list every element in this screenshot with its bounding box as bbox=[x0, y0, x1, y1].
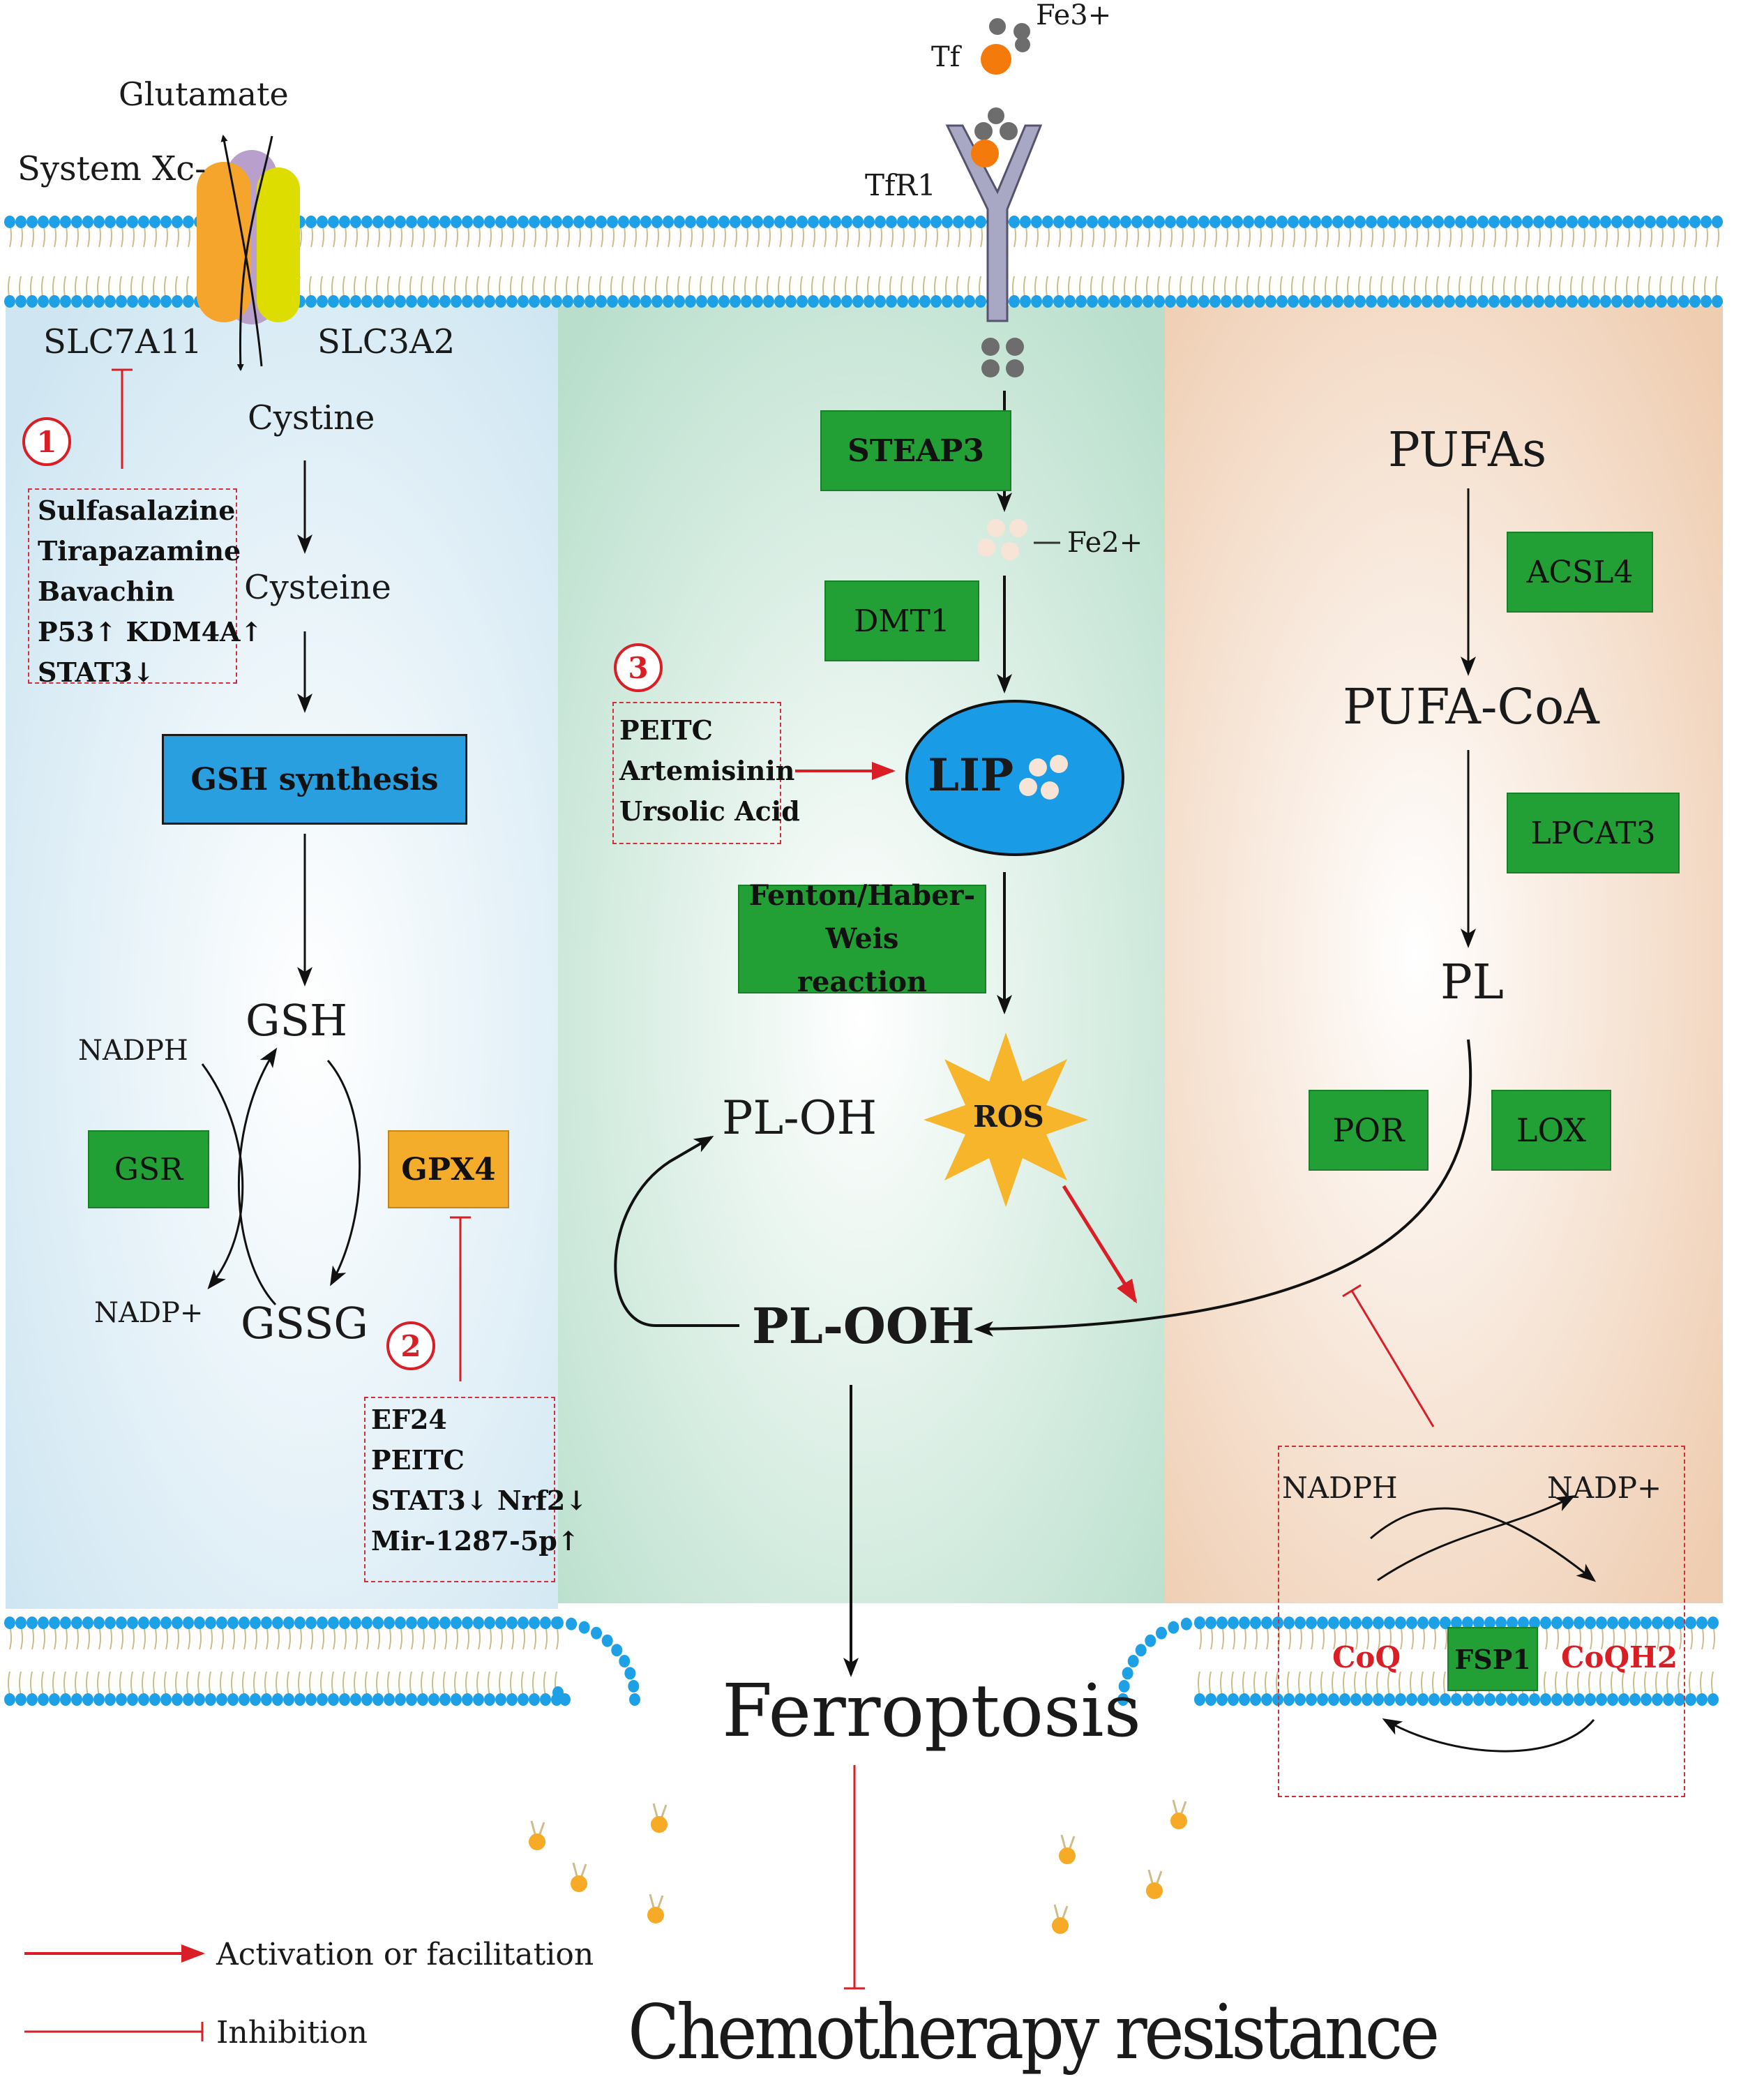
cysteine-label: Cysteine bbox=[244, 568, 391, 607]
fenton-reaction-box: Fenton/Haber-Weis reaction bbox=[738, 879, 986, 998]
legend-inhibition-line bbox=[24, 2022, 204, 2041]
por-enzyme: POR bbox=[1309, 1090, 1429, 1171]
fe2-label: Fe2+ bbox=[1067, 527, 1143, 559]
gsr-enzyme: GSR bbox=[88, 1130, 209, 1208]
nadp-plus-label-right: NADP+ bbox=[1547, 1471, 1662, 1505]
drug-list-1: Sulfasalazine Tirapazamine Bavachin P53↑… bbox=[38, 490, 262, 693]
nadph-label-left: NADPH bbox=[78, 1035, 188, 1067]
drug-3-item: Ursolic Acid bbox=[619, 795, 800, 827]
fenton-line-1: Fenton/Haber-Weis bbox=[748, 879, 976, 955]
lip-ellipse bbox=[905, 700, 1124, 856]
drug-2-item: STAT3↓ Nrf2↓ bbox=[371, 1485, 588, 1516]
system-xc-transporter bbox=[197, 135, 300, 371]
fenton-line-2: reaction bbox=[797, 966, 928, 998]
gssg-label: GSSG bbox=[241, 1298, 368, 1349]
arrow-nadph-to-nadp bbox=[201, 1063, 244, 1290]
ferroptosis-label: Ferroptosis bbox=[722, 1668, 1142, 1753]
lox-enzyme: LOX bbox=[1491, 1090, 1611, 1171]
lip-iron-dots bbox=[1019, 755, 1068, 800]
drug-1-item: P53↑ KDM4A↑ bbox=[38, 616, 263, 647]
drug-box-3 bbox=[612, 702, 781, 844]
inhibit-fsp1-plooh bbox=[1350, 1290, 1435, 1427]
fe3-label: Fe3+ bbox=[1036, 0, 1112, 31]
arrow-pl-to-plooh bbox=[974, 1039, 1472, 1337]
arrow-gsh-to-gssg bbox=[326, 1060, 361, 1287]
nadph-label-right: NADPH bbox=[1282, 1471, 1398, 1505]
fsp1-system-box bbox=[1278, 1446, 1685, 1797]
slc7a11-label: SLC7A11 bbox=[43, 322, 202, 361]
legend-activation-label: Activation or facilitation bbox=[216, 1937, 594, 1972]
pl-label: PL bbox=[1440, 955, 1504, 1010]
gpx4-enzyme: GPX4 bbox=[388, 1130, 509, 1208]
fsp1-enzyme: FSP1 bbox=[1447, 1627, 1538, 1691]
drug-1-item: STAT3↓ bbox=[38, 657, 155, 688]
lpcat3-enzyme: LPCAT3 bbox=[1507, 793, 1680, 873]
coq-label: CoQ bbox=[1332, 1640, 1401, 1674]
arrow-ros-to-plooh bbox=[1062, 1185, 1138, 1304]
legend-inhibition-label: Inhibition bbox=[216, 2015, 368, 2050]
drug-3-item: PEITC bbox=[619, 714, 713, 746]
arrow-nadph-to-nadp-fsp1 bbox=[1370, 1507, 1597, 1582]
nadp-plus-label-left: NADP+ bbox=[94, 1297, 204, 1329]
drug-list-2: EF24 PEITC STAT3↓ Nrf2↓ Mir-1287-5p↑ bbox=[371, 1400, 587, 1561]
fe2-cluster bbox=[977, 519, 1060, 560]
iron-released-cluster bbox=[981, 338, 1024, 377]
drug-2-item: EF24 bbox=[371, 1404, 447, 1435]
drug-1-item: Sulfasalazine bbox=[38, 495, 236, 526]
drug-2-item: Mir-1287-5p↑ bbox=[371, 1525, 580, 1557]
arrow-plooh-to-ploh bbox=[614, 1135, 739, 1327]
transferrin-fe3 bbox=[981, 18, 1030, 75]
drug-2-item: PEITC bbox=[371, 1444, 465, 1476]
drug-box-1 bbox=[28, 488, 237, 684]
pl-ooh-label: PL-OOH bbox=[752, 1297, 974, 1355]
left-panel-background bbox=[6, 306, 558, 1609]
system-xc-label: System Xc- bbox=[17, 149, 206, 188]
gsh-synthesis-box: GSH synthesis bbox=[162, 734, 467, 825]
released-lipids bbox=[529, 1799, 1187, 1934]
drug-1-item: Bavachin bbox=[38, 576, 175, 607]
arrow-fsp1-crossing bbox=[1377, 1495, 1576, 1582]
lip-label: LIP bbox=[928, 749, 1014, 802]
arrow-gssg-to-gsh bbox=[237, 1047, 278, 1306]
arrow-coqh2-to-coq bbox=[1382, 1718, 1595, 1753]
drug-1-item: Tirapazamine bbox=[38, 535, 241, 567]
marker-3: 3 bbox=[614, 643, 663, 692]
pufas-label: PUFAs bbox=[1388, 423, 1547, 478]
drug-box-2 bbox=[364, 1397, 555, 1582]
chemotherapy-resistance-label: Chemotherapy resistance bbox=[628, 1989, 1440, 2076]
steap3-enzyme: STEAP3 bbox=[820, 410, 1011, 491]
glutamate-label: Glutamate bbox=[119, 75, 289, 113]
marker-2: 2 bbox=[386, 1321, 435, 1370]
slc3a2-label: SLC3A2 bbox=[317, 322, 455, 361]
bottom-membrane-curved-ends bbox=[552, 1617, 1205, 1706]
cystine-label: Cystine bbox=[248, 398, 375, 437]
ros-star bbox=[924, 1033, 1088, 1207]
drug-list-3: PEITC Artemisinin Ursolic Acid bbox=[619, 710, 800, 832]
ros-label: ROS bbox=[973, 1100, 1044, 1134]
gsh-label: GSH bbox=[246, 995, 348, 1046]
marker-1: 1 bbox=[22, 417, 71, 466]
bottom-membrane-heads bbox=[4, 1617, 1719, 1706]
drug-3-item: Artemisinin bbox=[619, 755, 795, 786]
tfr1-receptor bbox=[945, 107, 1043, 322]
tfr1-label: TfR1 bbox=[865, 168, 936, 202]
dmt1-enzyme: DMT1 bbox=[824, 580, 979, 661]
pufa-coa-label: PUFA-CoA bbox=[1343, 678, 1599, 735]
tf-label: Tf bbox=[931, 41, 960, 73]
right-panel-background bbox=[1165, 306, 1723, 1603]
pl-oh-label: PL-OH bbox=[722, 1091, 877, 1145]
acsl4-enzyme: ACSL4 bbox=[1507, 532, 1653, 613]
coqh2-label: CoQH2 bbox=[1561, 1640, 1678, 1674]
